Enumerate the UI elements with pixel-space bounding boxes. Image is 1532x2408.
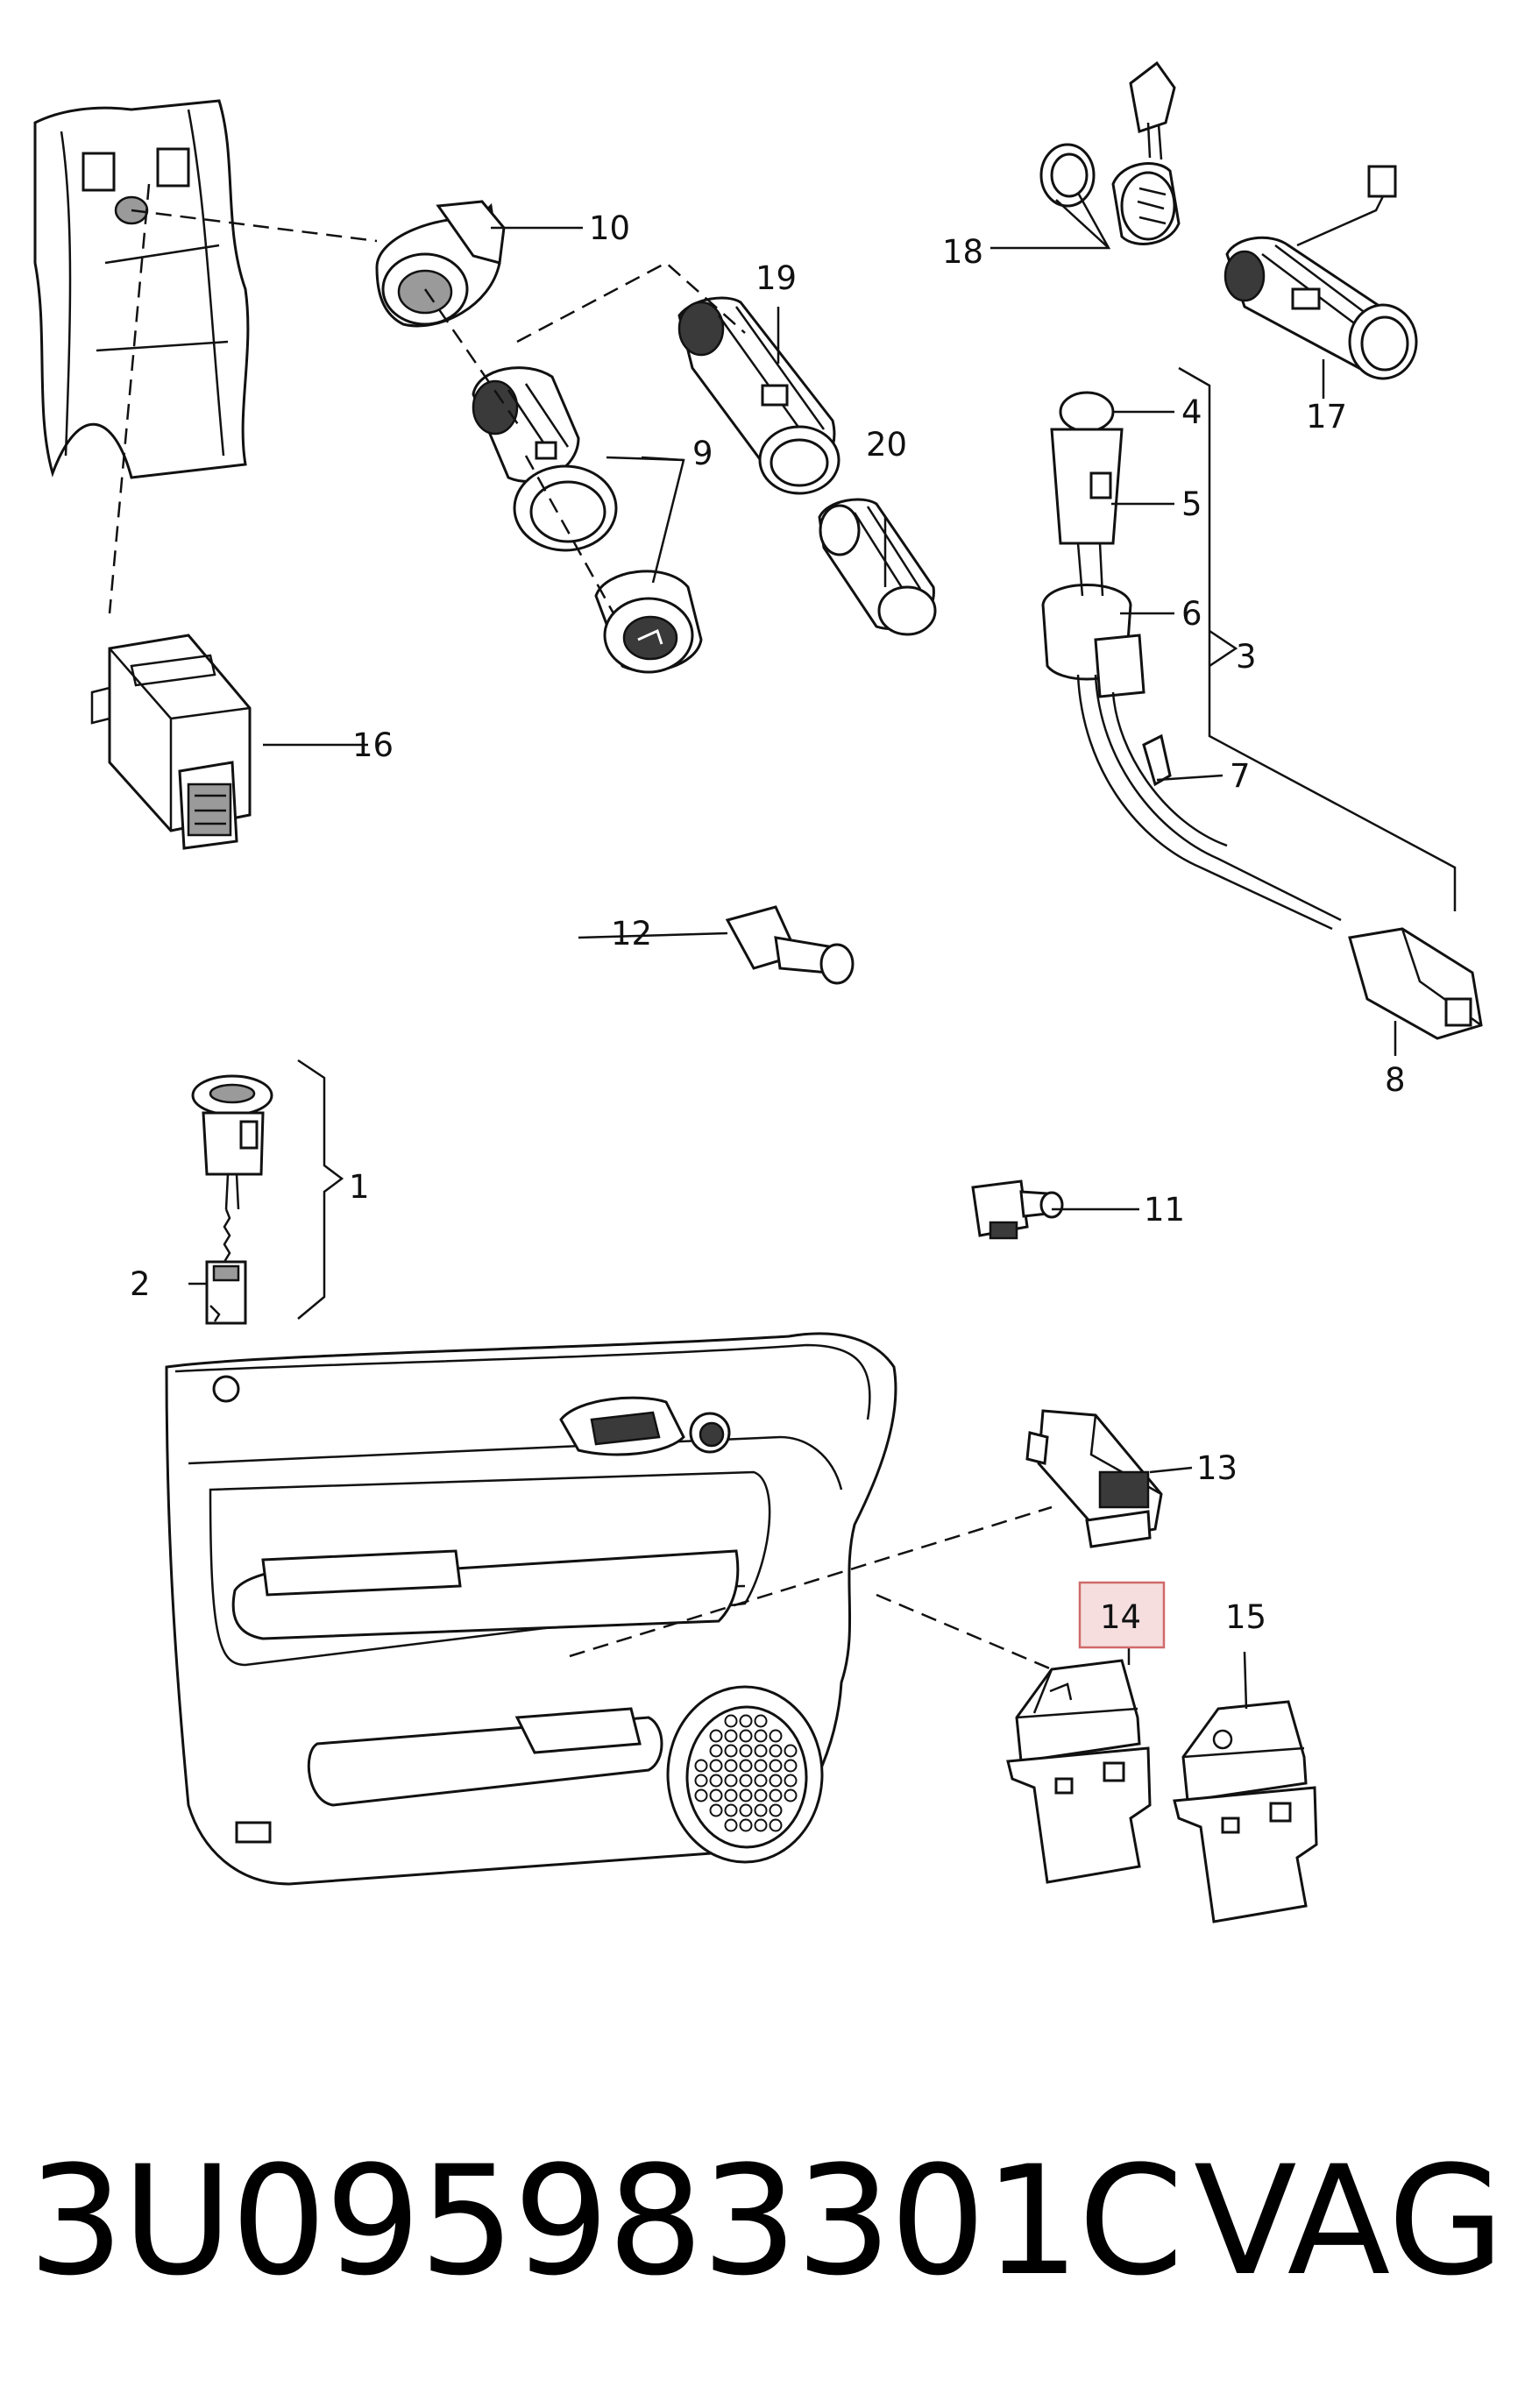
callout-1: 1: [349, 1168, 370, 1206]
leader-lines: [108, 183, 1457, 1710]
usb-socket-part-18: [1039, 60, 1181, 245]
callout-12: 12: [611, 915, 652, 953]
callout-6: 6: [1181, 595, 1202, 633]
callout-3: 3: [1236, 638, 1257, 676]
dashboard-panel-part: [33, 99, 250, 479]
callout-10: 10: [589, 209, 630, 247]
sensor-part-2: [205, 1260, 247, 1325]
callout-7: 7: [1230, 757, 1251, 795]
lighter-part-20: [818, 498, 937, 636]
usb-module-part-17: [1223, 165, 1418, 380]
callout-11: 11: [1144, 1191, 1185, 1229]
callout-5: 5: [1181, 485, 1202, 523]
socket-cap-part-9: [594, 570, 703, 674]
callout-4: 4: [1181, 393, 1202, 431]
brand-name: VAG: [1194, 2133, 1505, 2309]
bulb-holder-part-11: [971, 1179, 1064, 1240]
window-switch-part-15: [1173, 1700, 1318, 1923]
socket-part-19: [677, 296, 840, 495]
callout-14-highlight: [1078, 1581, 1166, 1649]
callout-15: 15: [1225, 1598, 1266, 1636]
callout-19: 19: [755, 259, 797, 297]
callout-2: 2: [130, 1265, 151, 1303]
window-switch-part-14: [1006, 1659, 1152, 1884]
callout-17: 17: [1306, 398, 1347, 436]
bulb-part-12: [725, 905, 855, 985]
speaker-grille: [694, 1714, 798, 1832]
callout-9: 9: [692, 435, 713, 472]
callout-labels: 1 2 3 4 5 6 7 8 9 10 11 12 13 14 15 16 1…: [130, 209, 1406, 1636]
lighter-cable-assembly-part-3: [1041, 391, 1483, 1040]
switch-housing-part-16: [90, 634, 252, 850]
callout-13: 13: [1196, 1449, 1238, 1487]
exploded-parts-diagram: 1 2 3 4 5 6 7 8 9 10 11 12 13 14 15 16 1…: [33, 60, 1483, 1923]
part-number: 3U095983301C: [28, 2133, 1183, 2309]
switch-part-13: [1025, 1409, 1163, 1548]
callout-16: 16: [352, 726, 394, 764]
door-trim-panel: [165, 1332, 897, 1886]
lamp-housing-part-1: [191, 1074, 273, 1263]
socket-body-part-9: [472, 366, 580, 483]
socket-ring-part-9: [513, 464, 618, 552]
callout-14: 14: [1100, 1598, 1141, 1636]
callout-8: 8: [1385, 1061, 1406, 1099]
callout-20: 20: [866, 426, 907, 464]
bezel-ring-part-10: [375, 200, 506, 328]
callout-18: 18: [942, 233, 983, 271]
